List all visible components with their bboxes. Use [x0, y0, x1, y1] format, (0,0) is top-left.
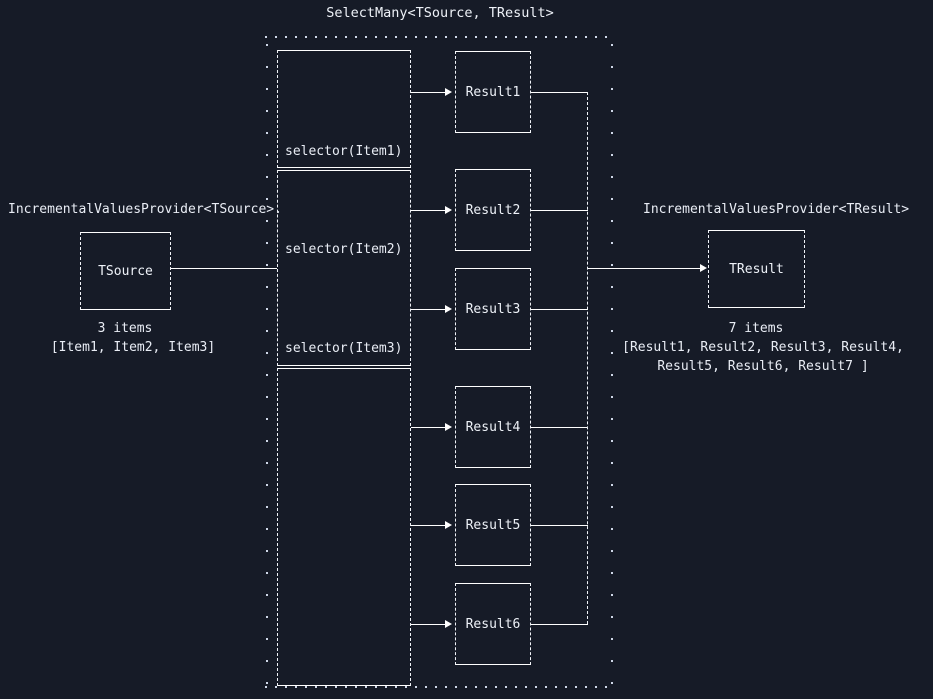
tsource-to-selector-line — [171, 268, 277, 269]
tresult-node-label: TResult — [729, 261, 784, 277]
collector-rail — [587, 92, 588, 624]
selector1-to-result1-arrowhead — [445, 87, 452, 96]
collector-to-tresult-arrowhead — [700, 263, 707, 272]
selector2-to-result2-arrowhead — [445, 205, 452, 214]
operator-boundary-right — [611, 44, 613, 684]
result4-to-collector-line — [531, 427, 588, 428]
tsource-node-label: TSource — [98, 263, 153, 279]
input-items-label: [Item1, Item2, Item3] — [50, 340, 216, 355]
selector1-to-result1-line — [411, 92, 445, 93]
result2-to-collector-line — [531, 210, 588, 211]
selector-label-1: selector(Item1) — [285, 144, 403, 159]
result-node-3-label: Result3 — [465, 301, 521, 317]
output-items-line-2: Result5, Result6, Result7 ] — [657, 359, 869, 374]
selector3-to-result5-arrowhead — [445, 520, 452, 529]
output-items-line-1: [Result1, Result2, Result3, Result4, — [622, 340, 904, 355]
selector3-to-result4-line — [411, 427, 445, 428]
selector2-to-result3-line — [411, 309, 445, 310]
result3-to-collector-line — [531, 309, 588, 310]
result-node-5-label: Result5 — [465, 517, 521, 533]
operator-boundary-left — [266, 44, 268, 684]
result-node-4[interactable]: Result4 — [455, 386, 531, 468]
operator-boundary-top — [265, 36, 615, 38]
collector-to-tresult-line — [588, 268, 700, 269]
result-node-1[interactable]: Result1 — [455, 51, 531, 133]
selector-box-1[interactable] — [277, 50, 411, 168]
diagram-title: SelectMany<TSource, TResult> — [326, 5, 554, 21]
result-node-4-label: Result4 — [465, 419, 521, 435]
selector3-to-result5-line — [411, 525, 445, 526]
result-node-3[interactable]: Result3 — [455, 268, 531, 350]
input-count-label: 3 items — [97, 321, 153, 336]
selector3-to-result6-arrowhead — [445, 619, 452, 628]
selector2-to-result2-line — [411, 210, 445, 211]
result6-to-collector-line — [531, 624, 588, 625]
selector3-to-result4-arrowhead — [445, 422, 452, 431]
output-count-label: 7 items — [728, 321, 784, 336]
selector-box-2[interactable] — [277, 170, 411, 366]
tresult-node[interactable]: TResult — [708, 230, 805, 308]
result-node-1-label: Result1 — [465, 84, 521, 100]
result-node-6-label: Result6 — [465, 616, 521, 632]
operator-boundary-bottom — [265, 686, 615, 688]
result-node-2[interactable]: Result2 — [455, 169, 531, 251]
tsource-node[interactable]: TSource — [80, 232, 171, 310]
result-node-5[interactable]: Result5 — [455, 484, 531, 566]
result1-to-collector-line — [531, 92, 588, 93]
result-node-2-label: Result2 — [465, 202, 521, 218]
selector-box-3[interactable] — [277, 368, 411, 686]
selector2-to-result3-arrowhead — [445, 304, 452, 313]
result5-to-collector-line — [531, 525, 588, 526]
selector3-to-result6-line — [411, 624, 445, 625]
result-node-6[interactable]: Result6 — [455, 583, 531, 665]
input-provider-label: IncrementalValuesProvider<TSource>. — [8, 202, 282, 217]
selector-label-3: selector(Item3) — [285, 341, 403, 356]
selector-label-2: selector(Item2) — [285, 242, 403, 257]
output-provider-label: IncrementalValuesProvider<TResult> — [643, 202, 910, 217]
